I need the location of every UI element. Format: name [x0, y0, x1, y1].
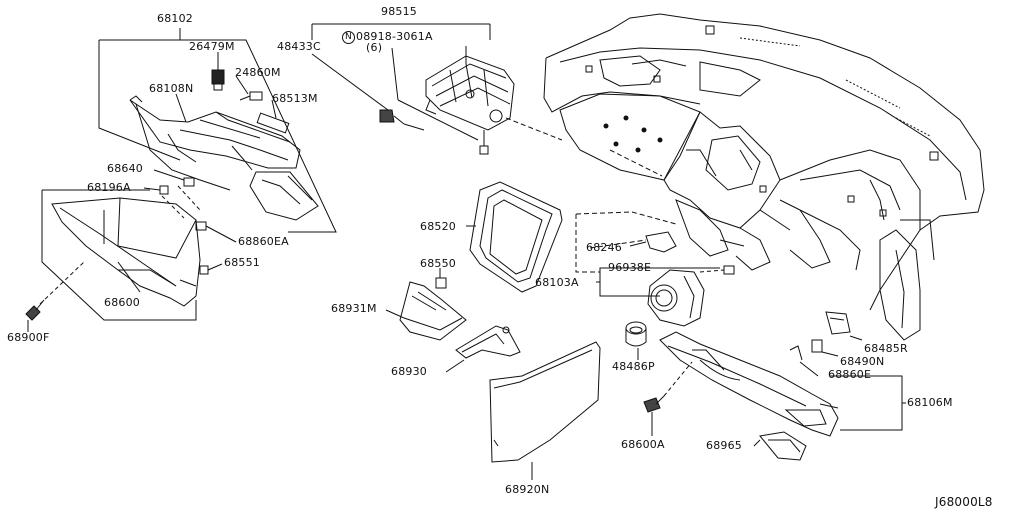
screw-48433c — [379, 109, 425, 131]
label-68860e: 68860E — [828, 368, 872, 381]
label-24860m: 24860M — [235, 66, 281, 79]
trim-68930 — [445, 325, 521, 373]
label-68196a: 68196A — [87, 181, 131, 194]
switch-26479m — [211, 69, 225, 91]
dash-leader-1 — [609, 149, 663, 177]
clip-68246 — [629, 231, 677, 253]
clip-68550 — [435, 268, 447, 289]
clip-96938e-leader — [699, 269, 725, 273]
clip-68490n — [811, 339, 839, 357]
label-68600a: 68600A — [621, 438, 665, 451]
clip-68551 — [199, 265, 209, 275]
cup-holder-68103a — [647, 269, 705, 327]
label-98515: 98515 — [381, 5, 417, 18]
bracket-68106m — [799, 361, 906, 431]
label-68485r: 68485R — [864, 342, 908, 355]
lower-cover-68931m — [385, 281, 467, 341]
label-48433c: 48433C — [277, 40, 321, 53]
label-68513m: 68513M — [272, 92, 318, 105]
glovebox-upper-part — [129, 95, 319, 221]
label-68965: 68965 — [706, 439, 742, 452]
clip-68196a — [159, 185, 169, 195]
diagram-id: J68000L8 — [935, 495, 993, 509]
clip-96938e — [723, 265, 735, 275]
clip-68860ea — [195, 221, 207, 231]
center-bezel-68520 — [466, 181, 563, 293]
label-68900f: 68900F — [7, 331, 50, 344]
label-68920n: 68920N — [505, 483, 550, 496]
lamp-68513m — [256, 112, 290, 134]
label-68108n: 68108N — [149, 82, 194, 95]
audio-unit-98515 — [425, 55, 515, 155]
instrument-panel — [543, 13, 985, 341]
label-48486p: 48486P — [612, 360, 655, 373]
glovebox-leaders — [117, 52, 277, 293]
label-68246: 68246 — [586, 241, 622, 254]
label-68860ea: 68860EA — [238, 235, 289, 248]
label-26479m: 26479M — [189, 40, 235, 53]
label-68102: 68102 — [157, 12, 193, 25]
screw-68600a — [643, 361, 693, 436]
audio-leaders — [311, 23, 491, 141]
knob-48486p — [625, 321, 647, 360]
label-68550: 68550 — [420, 257, 456, 270]
label-68931m: 68931M — [331, 302, 377, 315]
n-prefix-icon: N — [342, 31, 355, 44]
audio-to-dash-leader — [505, 117, 563, 141]
bracket-68485r — [825, 311, 863, 341]
label-68106m: 68106M — [907, 396, 953, 409]
bulb-24860m — [239, 91, 263, 101]
cover-68965 — [753, 431, 807, 461]
screw-68900f — [25, 261, 85, 332]
label-68520: 68520 — [420, 220, 456, 233]
lower-panel-68106m — [659, 331, 839, 437]
label-68640: 68640 — [107, 162, 143, 175]
glovebox-group-frame — [41, 28, 337, 321]
center-dashed-leaders — [575, 211, 677, 273]
label-68490n: 68490N — [840, 355, 885, 368]
label-96938e: 96938E — [608, 261, 652, 274]
glovebox-lid — [51, 197, 201, 307]
side-panel-68920n — [489, 341, 601, 480]
clip-68640 — [183, 177, 195, 187]
label-68600: 68600 — [104, 296, 140, 309]
label-68930: 68930 — [391, 365, 427, 378]
label-qty-6: (6) — [366, 41, 383, 54]
label-68103a: 68103A — [535, 276, 579, 289]
label-68551: 68551 — [224, 256, 260, 269]
